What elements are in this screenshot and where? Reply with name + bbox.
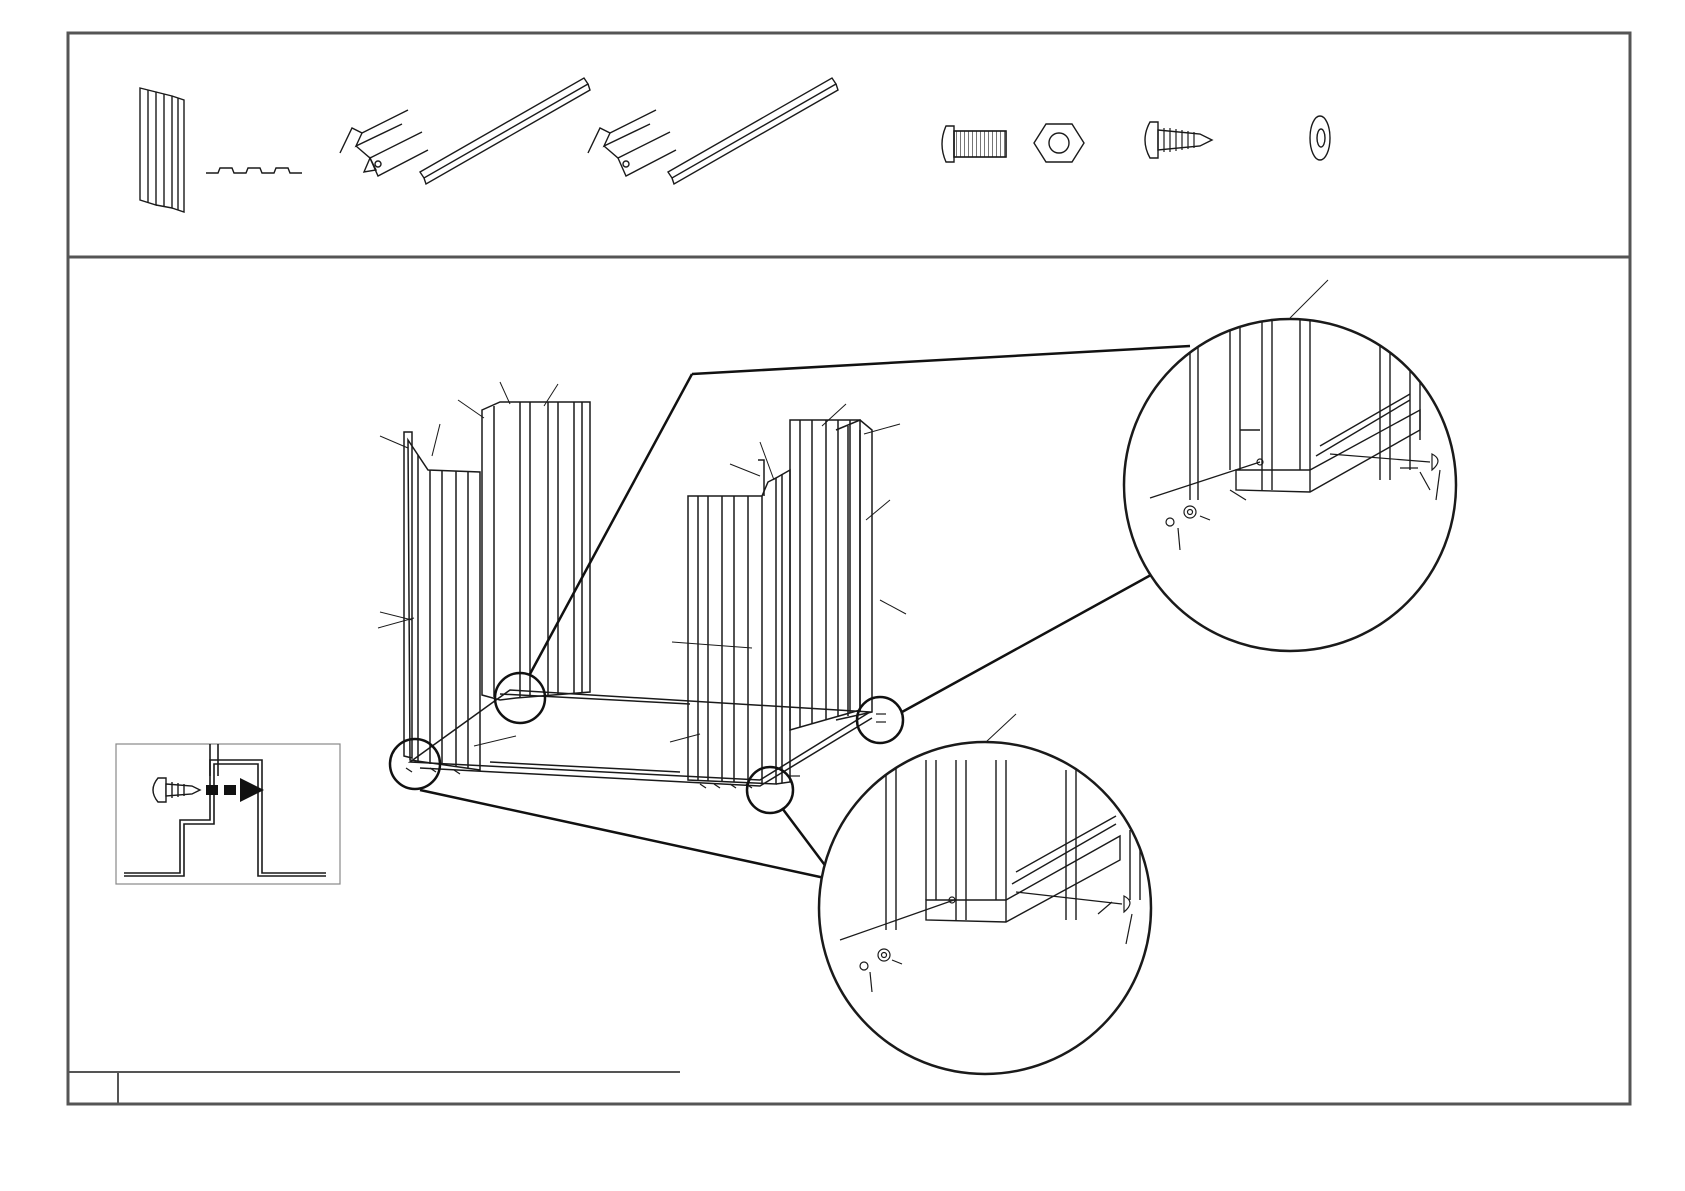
- parts-strip: [140, 78, 1330, 212]
- leader-lines: [378, 382, 906, 746]
- detail-marker-right: [857, 697, 903, 743]
- wall-panel-left-front: [408, 440, 480, 770]
- rail-bracket-icon: [340, 110, 428, 176]
- wall-panel-right-back: [790, 420, 860, 730]
- detail-marker-front-left: [390, 739, 440, 789]
- rail-bracket-icon: [588, 110, 676, 176]
- rail-icon: [668, 78, 838, 184]
- hex-nut-icon: [1034, 124, 1084, 162]
- step-number-box: [68, 1072, 680, 1104]
- inset-screw-direction: [116, 744, 340, 884]
- washer-icon: [1310, 116, 1330, 160]
- shed-wall-assembly: [378, 382, 906, 788]
- panel-profile-icon: [206, 168, 302, 173]
- wall-panel-center-front: [688, 478, 776, 784]
- screw-icon: [1145, 122, 1212, 158]
- wall-panel-left-back: [482, 402, 590, 700]
- wall-panel-right-front: [776, 470, 790, 784]
- wall-panel-icon: [140, 88, 184, 212]
- corner-post-center: [758, 460, 764, 496]
- rail-icon: [420, 78, 590, 184]
- wall-panel-right-side: [836, 420, 872, 720]
- detail-zoom-bottom: [815, 714, 1155, 1090]
- floor-screws: [406, 714, 886, 788]
- bolt-icon: [942, 126, 1006, 162]
- detail-zoom-top: [1120, 280, 1460, 660]
